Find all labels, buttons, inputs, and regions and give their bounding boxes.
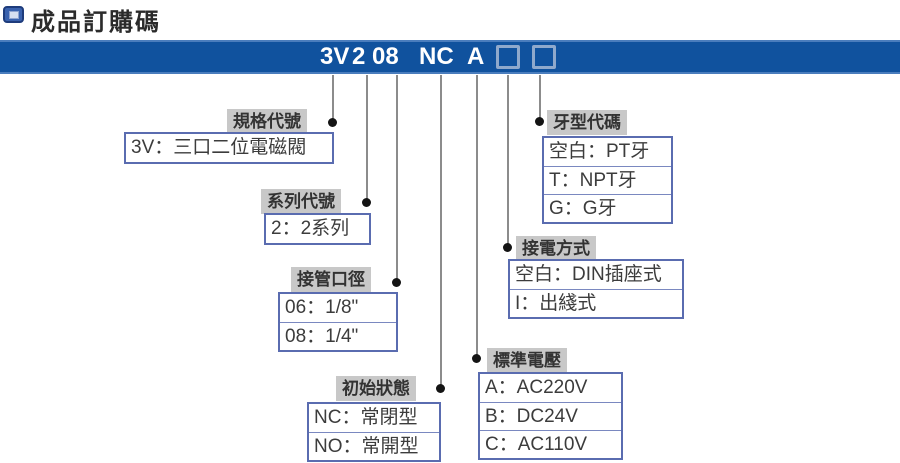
group-box-spec: 3V：三口二位電磁閥 [124,132,334,164]
code-segment-voltage: A [467,43,485,70]
connector-dot-voltage [472,354,481,363]
code-placeholder-box-1 [496,45,520,69]
connector-line-series [366,75,368,203]
group-label-thread: 牙型代碼 [547,110,627,135]
connector-dot-port-size [392,278,401,287]
code-segment-initial-state: NC [419,43,454,70]
option-row: A：AC220V [485,377,588,398]
connector-dot-spec [328,118,337,127]
option-row: T：NPT牙 [544,166,671,194]
connector-dot-wiring [503,243,512,252]
group-label-series: 系列代號 [261,189,341,214]
option-row: I：出綫式 [510,289,682,317]
code-segment-series: 2 [352,43,366,70]
code-segment-port-size: 08 [372,43,399,70]
connector-line-initial-state [440,75,442,389]
connector-dot-thread [535,117,544,126]
group-label-initial-state: 初始狀態 [336,376,416,401]
group-box-port-size: 06：1/8" 08：1/4" [278,292,398,352]
code-placeholder-box-2 [532,45,556,69]
option-row: B：DC24V [480,402,621,430]
group-label-spec: 規格代號 [227,109,307,134]
group-label-port-size: 接管口徑 [291,267,371,292]
option-row: 3V：三口二位電磁閥 [131,137,307,158]
connector-line-spec [332,75,334,123]
connector-line-wiring [507,75,509,248]
option-row: G：G牙 [544,194,671,222]
group-label-voltage: 標準電壓 [487,348,567,373]
connector-line-thread [539,75,541,122]
connector-dot-initial-state [436,384,445,393]
option-row: 空白：DIN插座式 [515,264,662,285]
connector-line-port-size [396,75,398,283]
option-row: 2：2系列 [271,218,350,239]
section-bullet-icon [3,6,24,23]
group-box-voltage: A：AC220V B：DC24V C：AC110V [478,372,623,460]
option-row: 06：1/8" [285,297,359,318]
option-row: NC：常閉型 [314,407,418,428]
option-row: 08：1/4" [280,322,396,350]
group-box-initial-state: NC：常閉型 NO：常開型 [307,402,441,462]
option-row: NO：常開型 [309,432,439,460]
group-box-series: 2：2系列 [264,213,371,245]
group-box-wiring: 空白：DIN插座式 I：出綫式 [508,259,684,319]
page-title: 成品訂購碼 [31,9,161,36]
code-segment-model: 3V [320,43,350,70]
connector-dot-series [362,198,371,207]
group-label-wiring: 接電方式 [516,236,596,261]
code-bar: 3V 2 08 NC A [0,40,900,74]
option-row: 空白：PT牙 [549,141,650,162]
option-row: C：AC110V [480,430,621,458]
group-box-thread: 空白：PT牙 T：NPT牙 G：G牙 [542,136,673,224]
connector-line-voltage [476,75,478,359]
